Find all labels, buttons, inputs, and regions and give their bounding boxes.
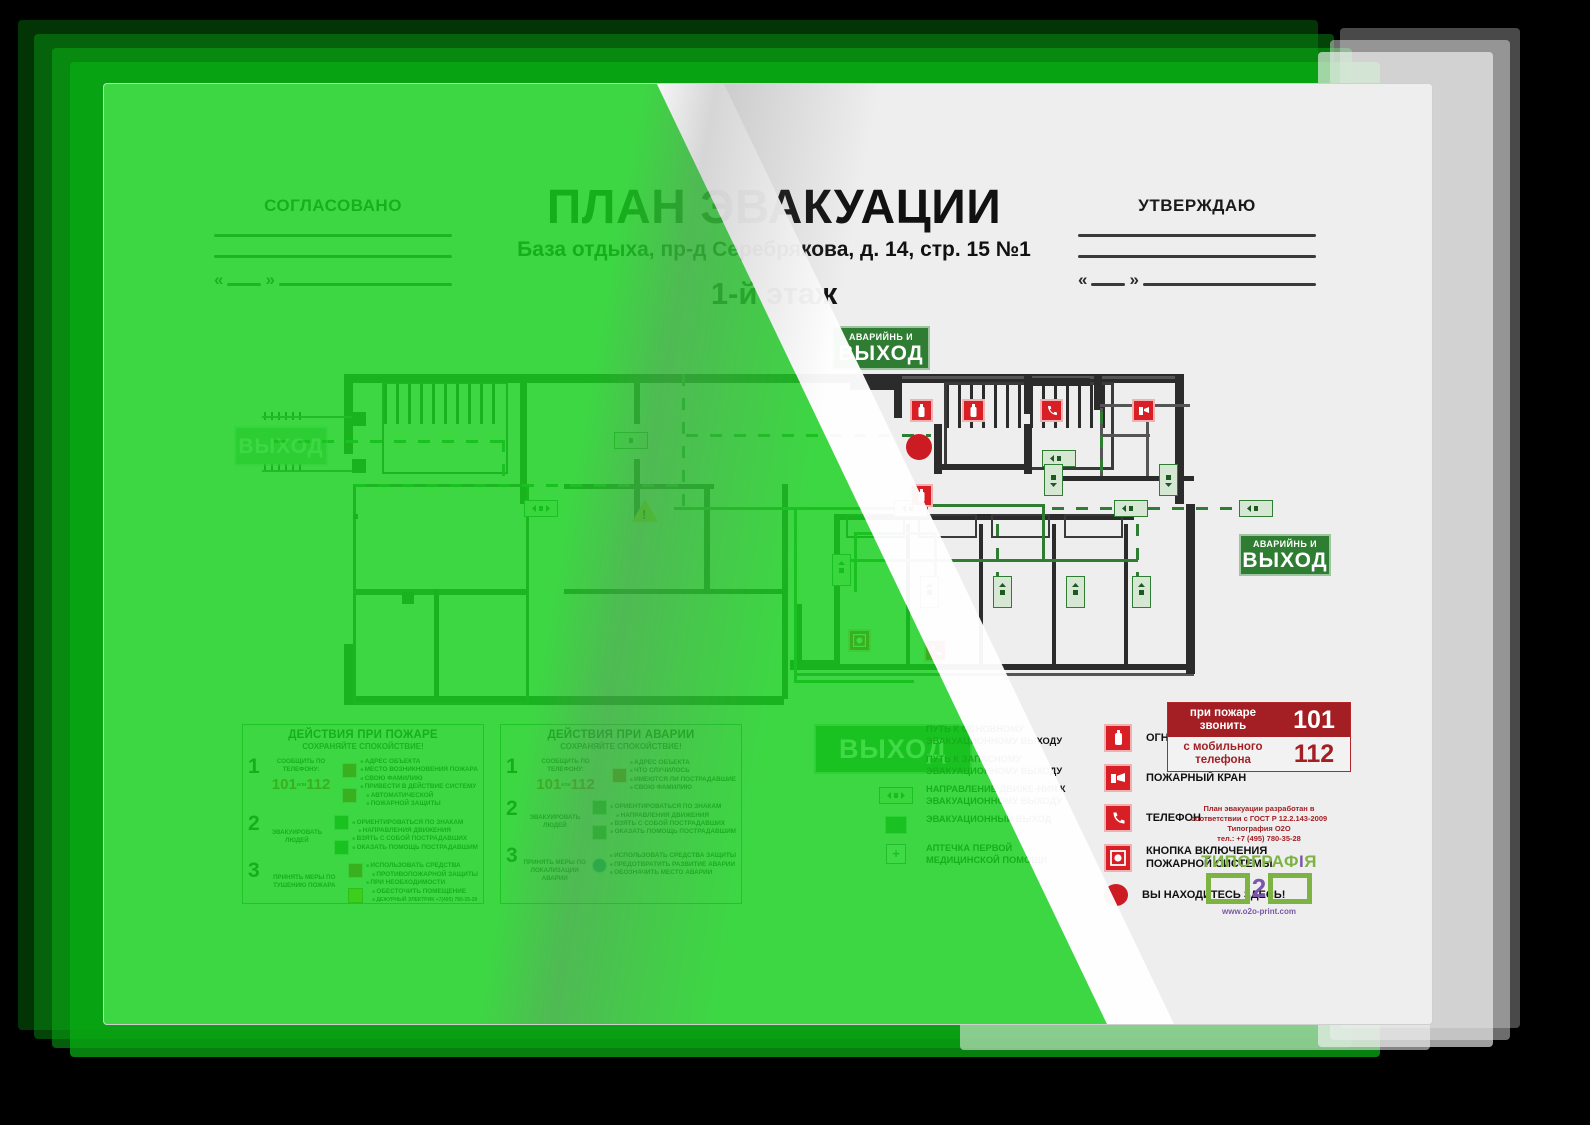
fire-call-block: при пожаре звонить 101 с мобильного теле… [1167,702,1351,772]
fire-hydrant-icon [1104,764,1132,792]
telephone-icon [1104,804,1132,832]
fire-call-number-112: 112 [1293,739,1335,768]
fire-alarm-button-icon [1104,844,1132,872]
logo-text-b: Я [1304,852,1317,871]
route-secondary-v5 [1100,412,1103,474]
route-secondary-h4 [1052,507,1252,510]
direction-sign-icon-v [1132,576,1151,608]
fire-extinguisher-icon [962,399,985,422]
direction-sign-icon-v [1044,464,1063,496]
date-row: « » [1078,270,1316,289]
direction-sign-icon [1239,500,1273,517]
logo-o-right [1268,873,1313,904]
direction-sign-icon-v [993,576,1012,608]
you-are-here-dot [906,434,932,460]
signature-rule [1078,234,1316,237]
logo-digit-2: 2 [1251,873,1267,903]
date-rule [1142,283,1316,286]
exit-sign-line1: АВАРИЙНЬ И [849,331,913,342]
route-secondary-v3 [996,524,999,579]
fire-call-row-mobile: с мобильного телефона 112 [1168,737,1350,771]
route-primary-v4 [1042,504,1045,562]
publisher-line-1: План эвакуации разработан в [1203,804,1315,813]
wall-right-upper [1175,374,1184,504]
signature-rule [1078,255,1316,258]
route-secondary-v4 [1136,524,1139,579]
route-primary-h4 [914,504,1044,507]
fire-call-line4: телефона [1195,754,1251,766]
fire-extinguisher-icon [1104,724,1132,752]
direction-sign-icon-v [1159,464,1178,496]
publisher-line-2: соответствии с ГОСТ Р 12.2.143-2009 [1190,814,1328,823]
direction-sign-icon [1114,500,1148,517]
approval-block-right: УТВЕРЖДАЮ « » [1072,196,1322,289]
logo-wordmark: ТИПОГРАФІЯ [1154,852,1364,872]
fire-extinguisher-icon [910,484,933,507]
fire-call-label: с мобильного телефона [1168,737,1278,771]
wall-h-7 [1100,434,1150,437]
publisher-url: www.o2o-print.com [1222,907,1296,916]
logo-text-i: І [1298,852,1305,871]
fire-call-line3: с мобильного [1183,741,1263,753]
legend-label: ПОЖАРНЫЙ КРАН [1146,771,1247,784]
fire-hydrant-icon [1132,399,1155,422]
wall-h-5 [934,464,1032,470]
room-lr-4 [1064,514,1123,538]
fire-extinguisher-icon [910,399,933,422]
fire-call-row-landline: при пожаре звонить 101 [1168,703,1350,737]
emergency-exit-sign-top: АВАРИЙНЬ И ВЫХОД [832,326,930,370]
exit-sign-line2: ВЫХОД [1242,548,1328,572]
exit-sign-line1: АВАРИЙНЬ И [1253,538,1317,549]
wall-v-17 [1124,524,1128,669]
evacuation-plan-board: СОГЛАСОВАНО « » ПЛАН ЭВАКУАЦИИ База отды… [104,84,1432,1024]
publisher-block: План эвакуации разработан в соответствии… [1154,804,1364,916]
telephone-icon [1040,399,1063,422]
logo-text-a: ТИПОГРАФ [1201,852,1299,871]
fire-call-label: при пожаре звонить [1168,703,1278,737]
logo-mark: 2 [1154,873,1364,904]
legend-label: КНОПКА ВКЛЮЧЕНИЯ ПОЖАРНОЙ СИСТЕМЫ [1146,845,1273,870]
fire-call-number-101: 101 [1293,705,1335,734]
wall-h-3 [850,382,902,390]
direction-sign-icon-v [1066,576,1085,608]
date-blank [1091,283,1126,286]
you-are-here-dot [1104,884,1128,906]
logo-o-left [1205,873,1250,904]
quote-open: « [1078,270,1088,289]
typography-logo: ТИПОГРАФІЯ 2 www.o2o-print.com [1154,852,1364,916]
emergency-exit-sign-right: АВАРИЙНЬ И ВЫХОД [1239,534,1331,576]
direction-sign-icon-v [920,576,939,608]
approval-right-caption: УТВЕРЖДАЮ [1138,196,1256,215]
fire-call-line2: звонить [1199,720,1247,732]
exit-sign-line2: ВЫХОД [838,341,924,365]
wall-v-16 [1052,524,1056,669]
fire-call-line1: при пожаре [1189,707,1257,719]
wall-h-4 [1030,378,1090,386]
wall-right-lower [1186,504,1195,674]
publisher-line-4: тел.: +7 (495) 780-35-28 [1217,834,1301,843]
quote-close: » [1129,270,1139,289]
wall-v-6 [894,374,902,418]
publisher-line-3: Типография О2О [1227,824,1291,833]
wall-v-15 [979,524,983,669]
wall-v-9 [934,424,942,474]
